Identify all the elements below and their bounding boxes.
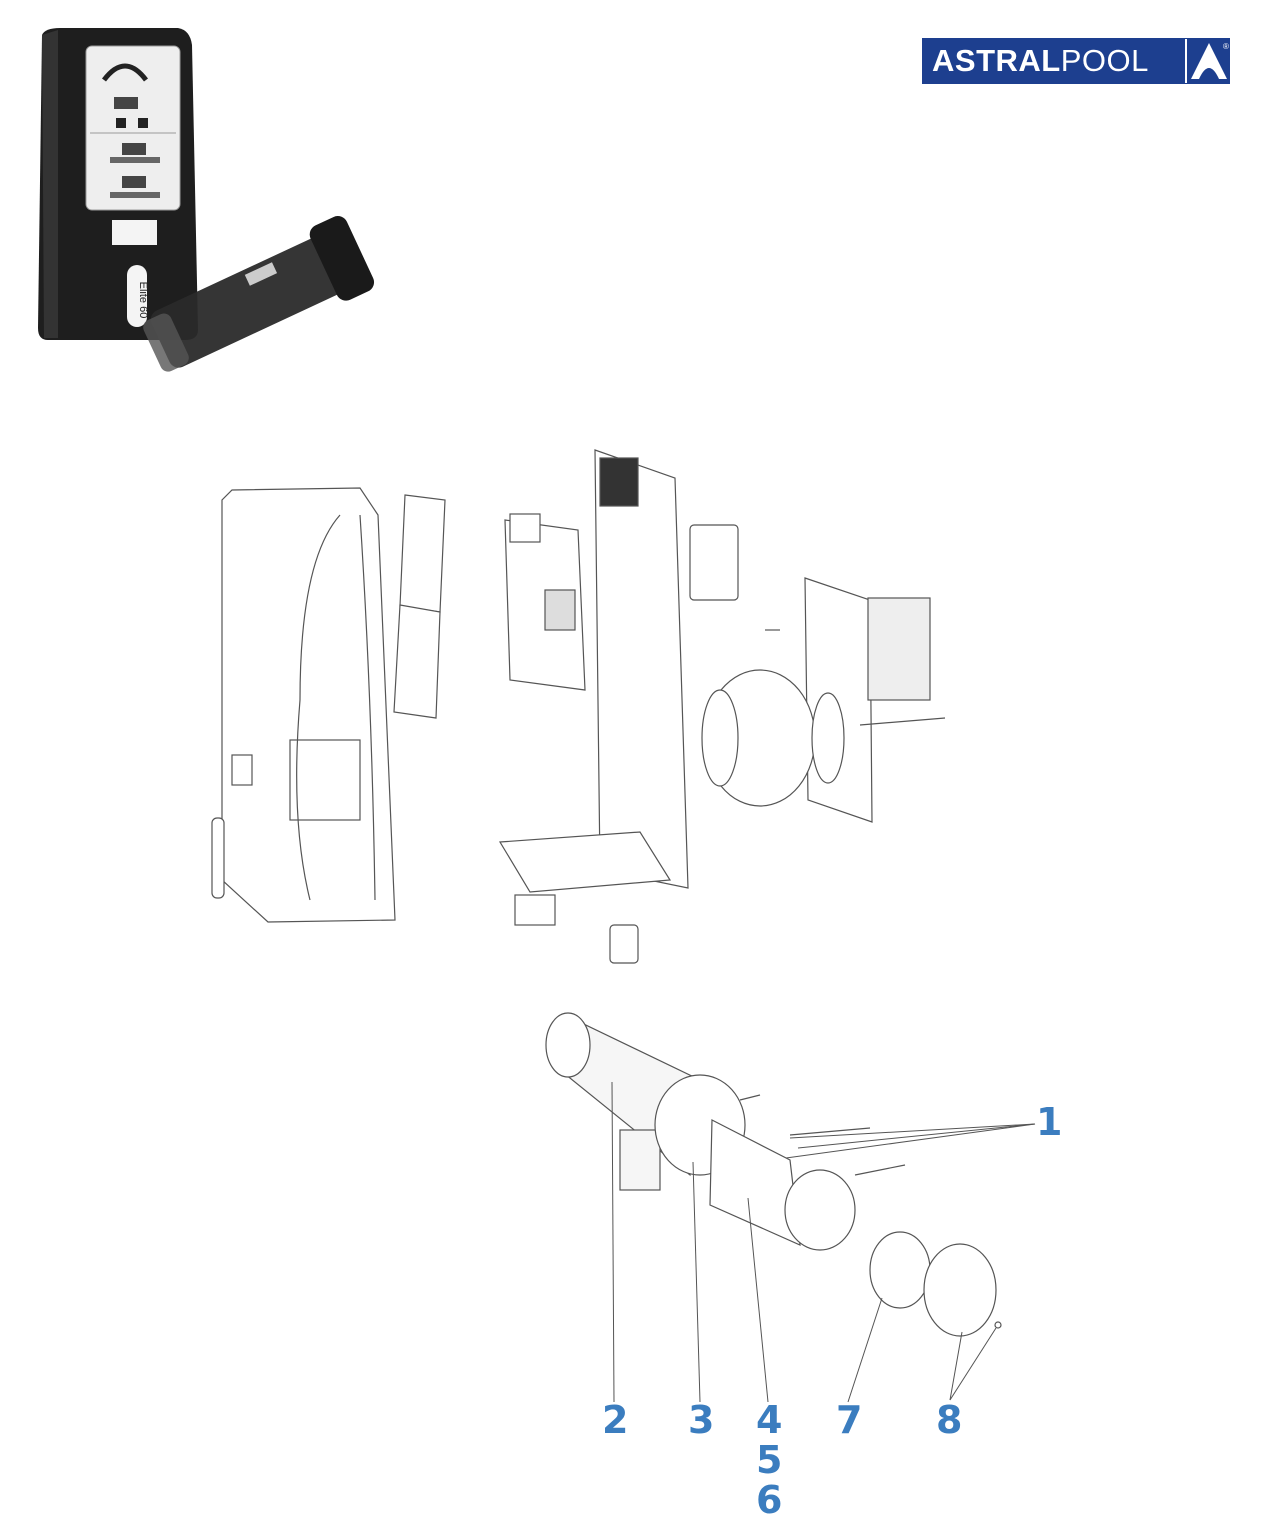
product-photo: Elite 60 xyxy=(38,28,375,372)
callout-2: 2 xyxy=(602,1398,629,1442)
callout-5: 5 xyxy=(756,1438,783,1482)
callout-4: 4 xyxy=(756,1398,783,1442)
back-panel xyxy=(498,449,689,893)
circuit-board-1 xyxy=(393,494,446,719)
circuit-board-2 xyxy=(504,513,586,691)
callout-8: 8 xyxy=(936,1398,963,1442)
leader-lines xyxy=(611,1081,1036,1403)
svg-text:®: ® xyxy=(1223,42,1229,51)
callout-6: 6 xyxy=(756,1478,783,1522)
logo-text: ASTRALPOOL xyxy=(932,43,1149,78)
callout-7: 7 xyxy=(836,1398,863,1442)
electrolysis-cell xyxy=(545,1012,1002,1337)
exploded-enclosure xyxy=(211,449,946,964)
logo-triangle-icon: ® xyxy=(1184,39,1230,83)
astralpool-logo: ASTRALPOOL ® xyxy=(922,38,1230,84)
callout-1: 1 xyxy=(1036,1100,1063,1144)
product-model-label: Elite 60 xyxy=(137,282,149,319)
transformer xyxy=(701,577,946,823)
callout-3: 3 xyxy=(688,1398,715,1442)
